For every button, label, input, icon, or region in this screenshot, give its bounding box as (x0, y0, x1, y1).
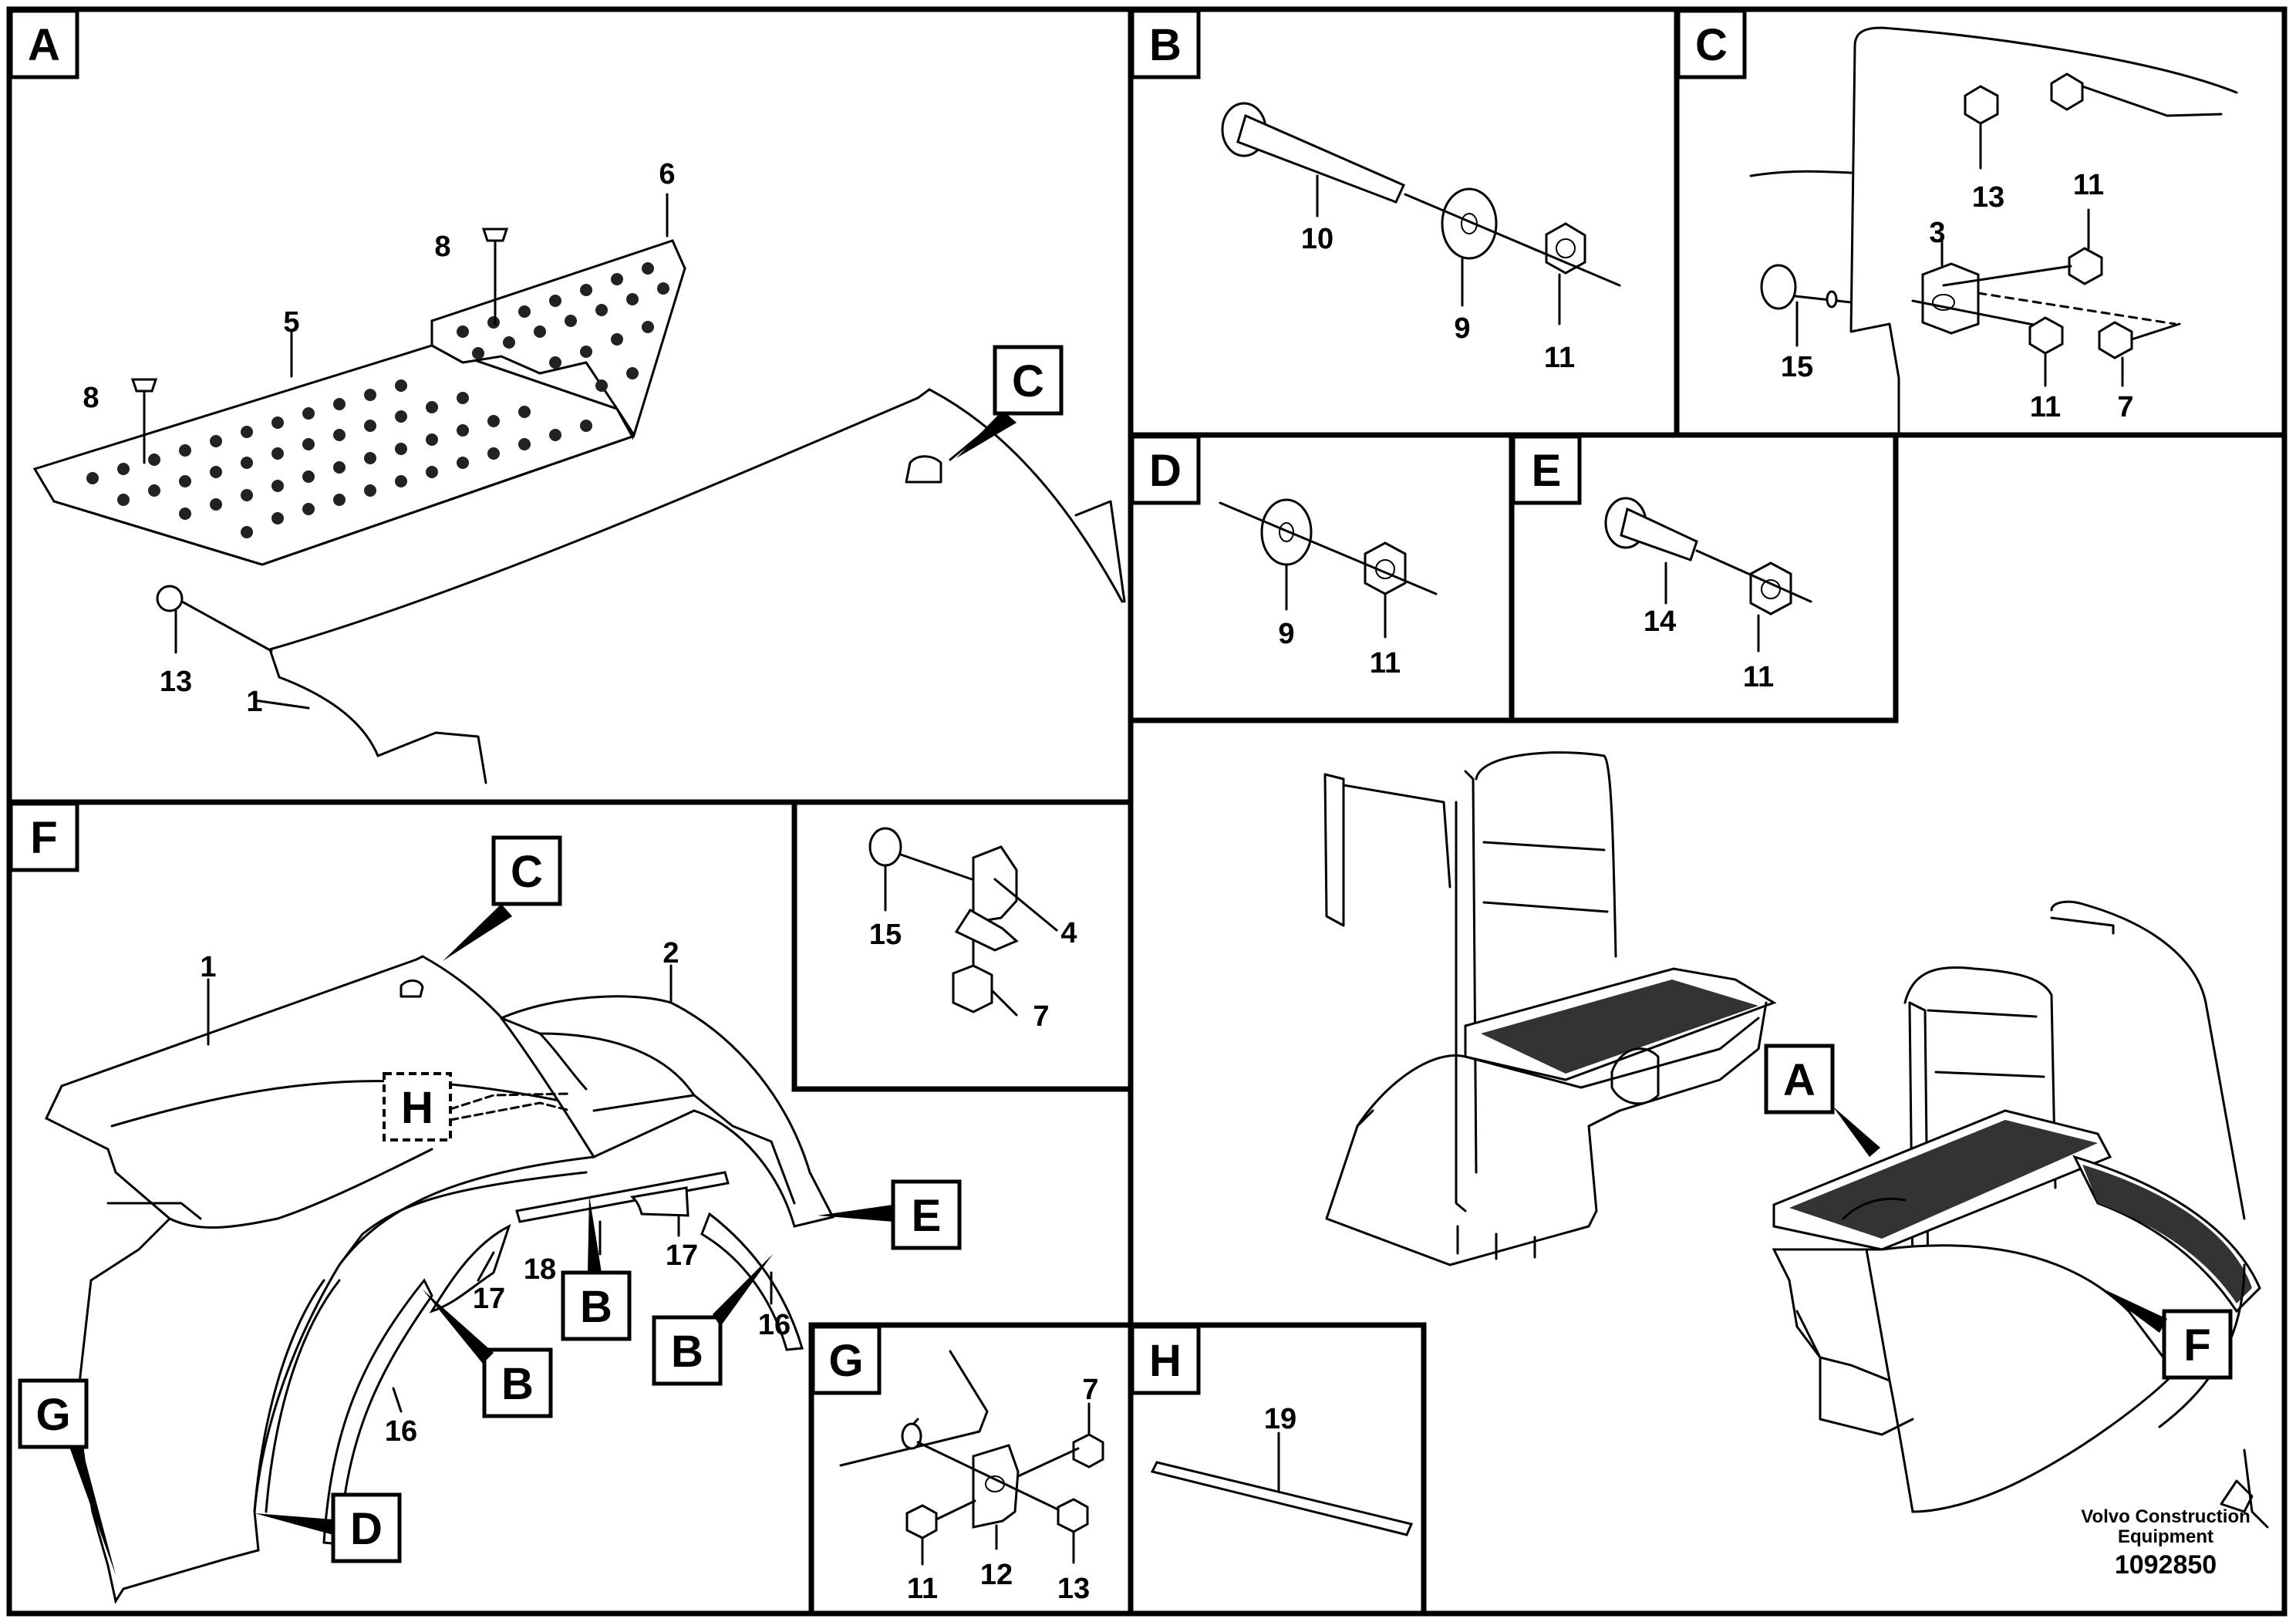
panel-f-ref-e: E (891, 1179, 962, 1250)
piece-17-right (629, 1186, 689, 1217)
panel-f-ref-b-3: B (652, 1315, 723, 1386)
callout-16b: 16 (758, 1309, 791, 1341)
panel-b: B 10 9 11 (1130, 8, 1621, 374)
panel-f-ref-c: C (491, 835, 562, 906)
callout-13: 13 (1972, 181, 2004, 214)
drawing-number: 1092850 (2115, 1550, 2217, 1580)
panel-g: G 7 11 12 13 (811, 1324, 1104, 1605)
callout-15: 15 (1781, 351, 1813, 383)
callout-11: 11 (1370, 647, 1401, 679)
strip-18 (515, 1171, 730, 1223)
panel-e-label: E (1511, 434, 1582, 505)
panel-g-label: G (811, 1324, 882, 1395)
callout-4: 4 (1060, 917, 1077, 949)
piece-17-left (429, 1224, 511, 1313)
svg-text:B: B (1149, 20, 1182, 70)
panel-frames (6, 6, 2288, 1617)
svg-text:B: B (580, 1282, 612, 1332)
callout-3: 3 (1929, 217, 1945, 249)
callout-17: 17 (473, 1283, 505, 1315)
panel-d-label: D (1130, 434, 1201, 505)
svg-text:F: F (30, 813, 57, 863)
svg-text:C: C (1695, 20, 1728, 70)
callout-13: 13 (1057, 1573, 1090, 1605)
callout-8b: 8 (83, 382, 99, 414)
piece-16-right (700, 1212, 804, 1351)
strip-19 (1150, 1461, 1414, 1536)
overview-machine: A F (1323, 751, 2269, 1529)
panel-h-label: H (1130, 1324, 1201, 1395)
callout-15: 15 (869, 919, 902, 951)
callout-9: 9 (1454, 312, 1470, 345)
company-line-2: Equipment (2118, 1526, 2213, 1547)
fender-2 (499, 995, 835, 1228)
svg-text:G: G (828, 1336, 863, 1386)
tread-pattern (86, 262, 669, 538)
callout-11b: 11 (2030, 391, 2061, 423)
svg-text:H: H (401, 1083, 433, 1133)
callout-18: 18 (524, 1253, 556, 1286)
svg-text:E: E (912, 1191, 942, 1241)
svg-text:H: H (1149, 1336, 1182, 1386)
panel-f-ref-b-1: B (561, 1270, 632, 1341)
callout-1: 1 (246, 686, 262, 718)
callout-7: 7 (1033, 1000, 1049, 1033)
callout-19: 19 (1264, 1403, 1296, 1435)
svg-text:C: C (511, 847, 543, 897)
callout-11: 11 (1544, 342, 1575, 374)
panel-a: A (8, 8, 1126, 784)
callout-9: 9 (1278, 618, 1294, 650)
callout-2: 2 (663, 937, 679, 969)
overview-ref-a: A (1764, 1044, 1835, 1114)
svg-text:E: E (1532, 446, 1562, 496)
overview-ref-f: F (2162, 1309, 2233, 1380)
callout-5: 5 (283, 306, 299, 339)
svg-text:D: D (350, 1504, 383, 1554)
panel-c-label: C (1676, 8, 1747, 79)
callout-12: 12 (980, 1559, 1013, 1591)
svg-text:F: F (2183, 1320, 2210, 1371)
panel-a-ref-c: C (993, 345, 1064, 416)
svg-text:G: G (35, 1390, 70, 1440)
svg-text:A: A (1783, 1055, 1816, 1105)
callout-11: 11 (1743, 661, 1774, 693)
callout-7: 7 (1082, 1374, 1098, 1406)
callout-6: 6 (659, 158, 675, 191)
callout-11: 11 (2073, 169, 2104, 201)
panel-b-label: B (1130, 8, 1201, 79)
panel-f-ref-b-2: B (482, 1347, 553, 1418)
svg-text:C: C (1012, 356, 1044, 406)
callout-1: 1 (200, 951, 216, 983)
bolt-8-upper (481, 228, 509, 242)
svg-text:D: D (1149, 446, 1182, 496)
panel-f-label: F (8, 801, 79, 872)
panel-e: E 14 11 (1511, 434, 1812, 693)
panel-c: C 13 11 3 15 11 7 (1676, 8, 2238, 433)
callout-8: 8 (434, 231, 450, 263)
callout-7: 7 (2117, 391, 2133, 423)
company-line-1: Volvo Construction (2081, 1506, 2250, 1527)
callout-10: 10 (1301, 223, 1333, 255)
drawing-footer: Volvo Construction Equipment 1092850 (2081, 1506, 2250, 1580)
panel-a-label: A (8, 8, 79, 79)
callout-14: 14 (1644, 605, 1676, 638)
svg-text:A: A (28, 20, 60, 70)
callout-13: 13 (160, 666, 192, 698)
bolt-8-lower (130, 378, 158, 393)
fender-1 (45, 955, 596, 1604)
panel-h: H 19 (1130, 1324, 1414, 1536)
panel-f-ref-h: H (383, 1072, 452, 1141)
svg-text:B: B (501, 1359, 534, 1409)
callout-11: 11 (907, 1573, 938, 1605)
callout-17b: 17 (666, 1239, 698, 1272)
panel-f: F H C (8, 801, 962, 1604)
nut-13 (156, 585, 184, 612)
panel-detail-4: 15 4 7 (868, 827, 1077, 1033)
callout-16: 16 (385, 1415, 417, 1448)
svg-text:B: B (671, 1327, 703, 1377)
panel-d: D 9 11 (1130, 434, 1438, 679)
panel-f-ref-d: D (331, 1492, 402, 1563)
panel-f-ref-g: G (18, 1378, 89, 1449)
